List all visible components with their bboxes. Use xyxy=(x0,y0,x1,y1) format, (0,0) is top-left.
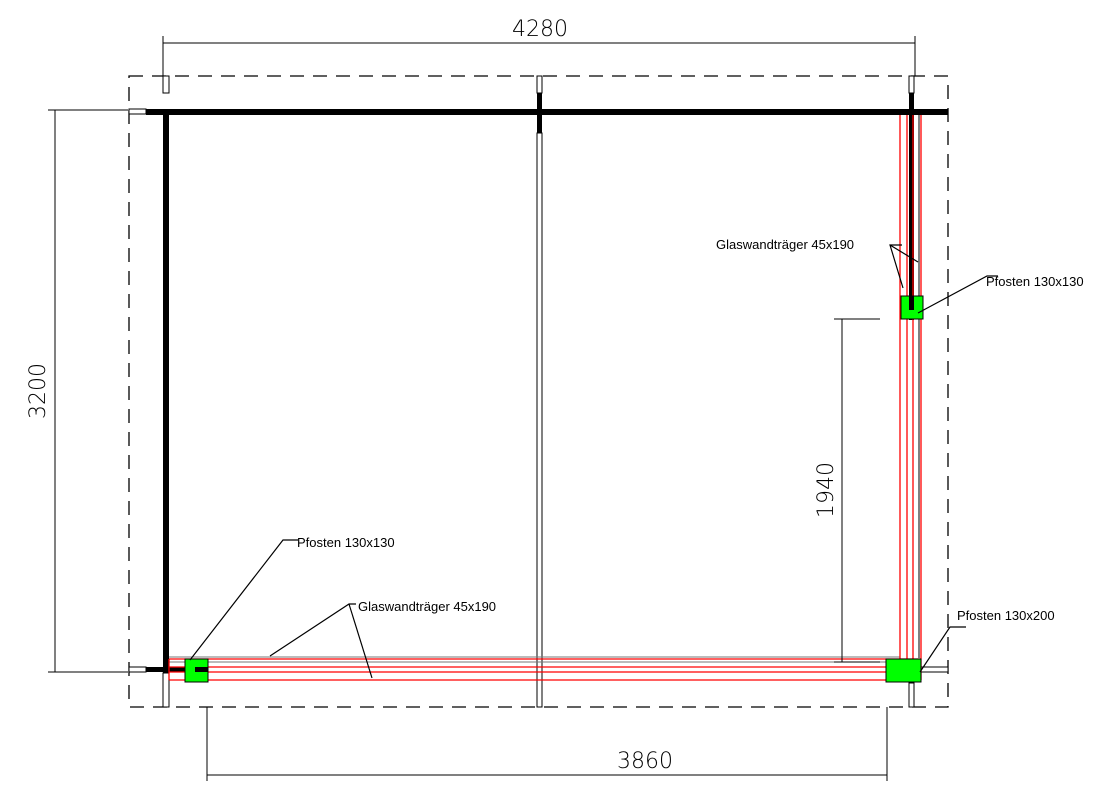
post-bottom-right xyxy=(885,658,922,683)
label-glass-beam-bottom: Glaswandträger 45x190 xyxy=(358,599,496,614)
log-end xyxy=(128,108,147,115)
label-post-bottom-left: Pfosten 130x130 xyxy=(297,535,395,550)
left-wall xyxy=(163,109,169,673)
dim-depth-total: 3200 xyxy=(26,363,51,419)
log-end xyxy=(930,109,948,115)
middle-partition xyxy=(536,132,543,708)
dim-width-inner: 3860 xyxy=(617,749,673,774)
right-wall xyxy=(909,92,914,320)
log-end xyxy=(920,666,949,673)
log-end xyxy=(908,682,915,708)
roof-outline xyxy=(128,75,949,708)
walls xyxy=(128,75,949,708)
log-end xyxy=(536,75,543,94)
dim-glass-height: 1940 xyxy=(814,462,839,518)
label-post-right-top: Pfosten 130x130 xyxy=(986,274,1084,289)
label-glass-beam-right: Glaswandträger 45x190 xyxy=(716,237,854,252)
log-end xyxy=(162,672,170,708)
leader-lines xyxy=(189,244,998,679)
log-end xyxy=(908,75,915,94)
bottom-left-wall-stub xyxy=(146,667,194,672)
dim-width-total: 4280 xyxy=(512,17,568,42)
middle-wall-top xyxy=(537,93,542,133)
log-end xyxy=(128,666,147,673)
label-post-bottom-right: Pfosten 130x200 xyxy=(957,608,1055,623)
log-end xyxy=(162,75,170,94)
glass-beams xyxy=(168,115,922,681)
